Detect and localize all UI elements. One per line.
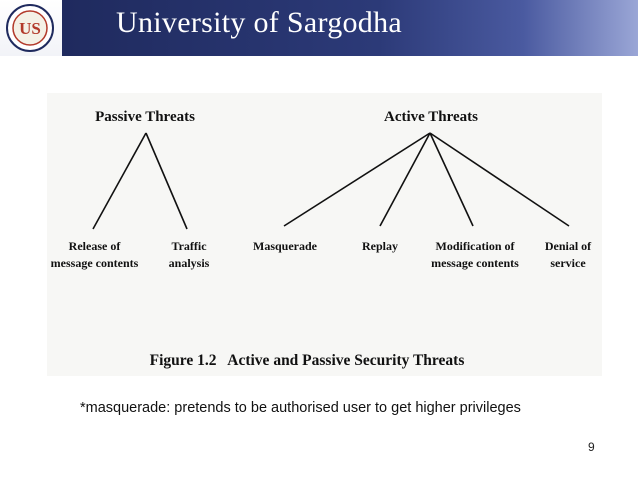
- leaf-line: Replay: [362, 239, 398, 253]
- leaf-line: Modification of: [435, 239, 515, 253]
- diagram-lines: [92, 132, 570, 230]
- leaf-masquerade: Masquerade: [245, 238, 325, 255]
- edge-passive-traffic: [145, 132, 188, 230]
- edge-active-modification: [429, 132, 474, 227]
- edge-active-masquerade: [283, 132, 431, 227]
- figure-caption: Figure 1.2 Active and Passive Security T…: [149, 352, 465, 369]
- leaf-line: message contents: [50, 256, 139, 270]
- leaf-replay: Replay: [350, 238, 410, 255]
- slide-header: US University of Sargodha: [0, 0, 638, 56]
- leaf-line: service: [550, 256, 586, 270]
- page-title: University of Sargodha: [116, 6, 403, 39]
- leaf-modification-of-message-contents: Modification of message contents: [425, 238, 525, 272]
- active-threats-label: Active Threats: [383, 109, 478, 125]
- passive-threats-label: Passive Threats: [95, 109, 195, 125]
- edge-active-replay: [379, 132, 431, 227]
- header-banner: [62, 0, 638, 56]
- leaf-denial-of-service: Denial of service: [535, 238, 601, 272]
- leaf-line: Release of: [68, 239, 121, 253]
- leaf-release-of-message-contents: Release of message contents: [47, 238, 142, 272]
- university-logo: US: [6, 4, 54, 52]
- edge-passive-release: [92, 132, 147, 230]
- logo-lettering: US: [19, 19, 41, 38]
- footnote: *masquerade: pretends to be authorised u…: [80, 400, 521, 416]
- leaf-line: Traffic: [171, 239, 207, 253]
- edge-active-denial: [429, 132, 570, 227]
- leaf-line: Masquerade: [253, 239, 317, 253]
- leaf-traffic-analysis: Traffic analysis: [159, 238, 219, 272]
- leaf-line: Denial of: [544, 239, 592, 253]
- leaf-line: analysis: [168, 256, 210, 270]
- leaf-line: message contents: [431, 256, 519, 270]
- threats-diagram: Passive Threats Active Threats Release o…: [47, 93, 602, 376]
- page-number: 9: [588, 440, 595, 454]
